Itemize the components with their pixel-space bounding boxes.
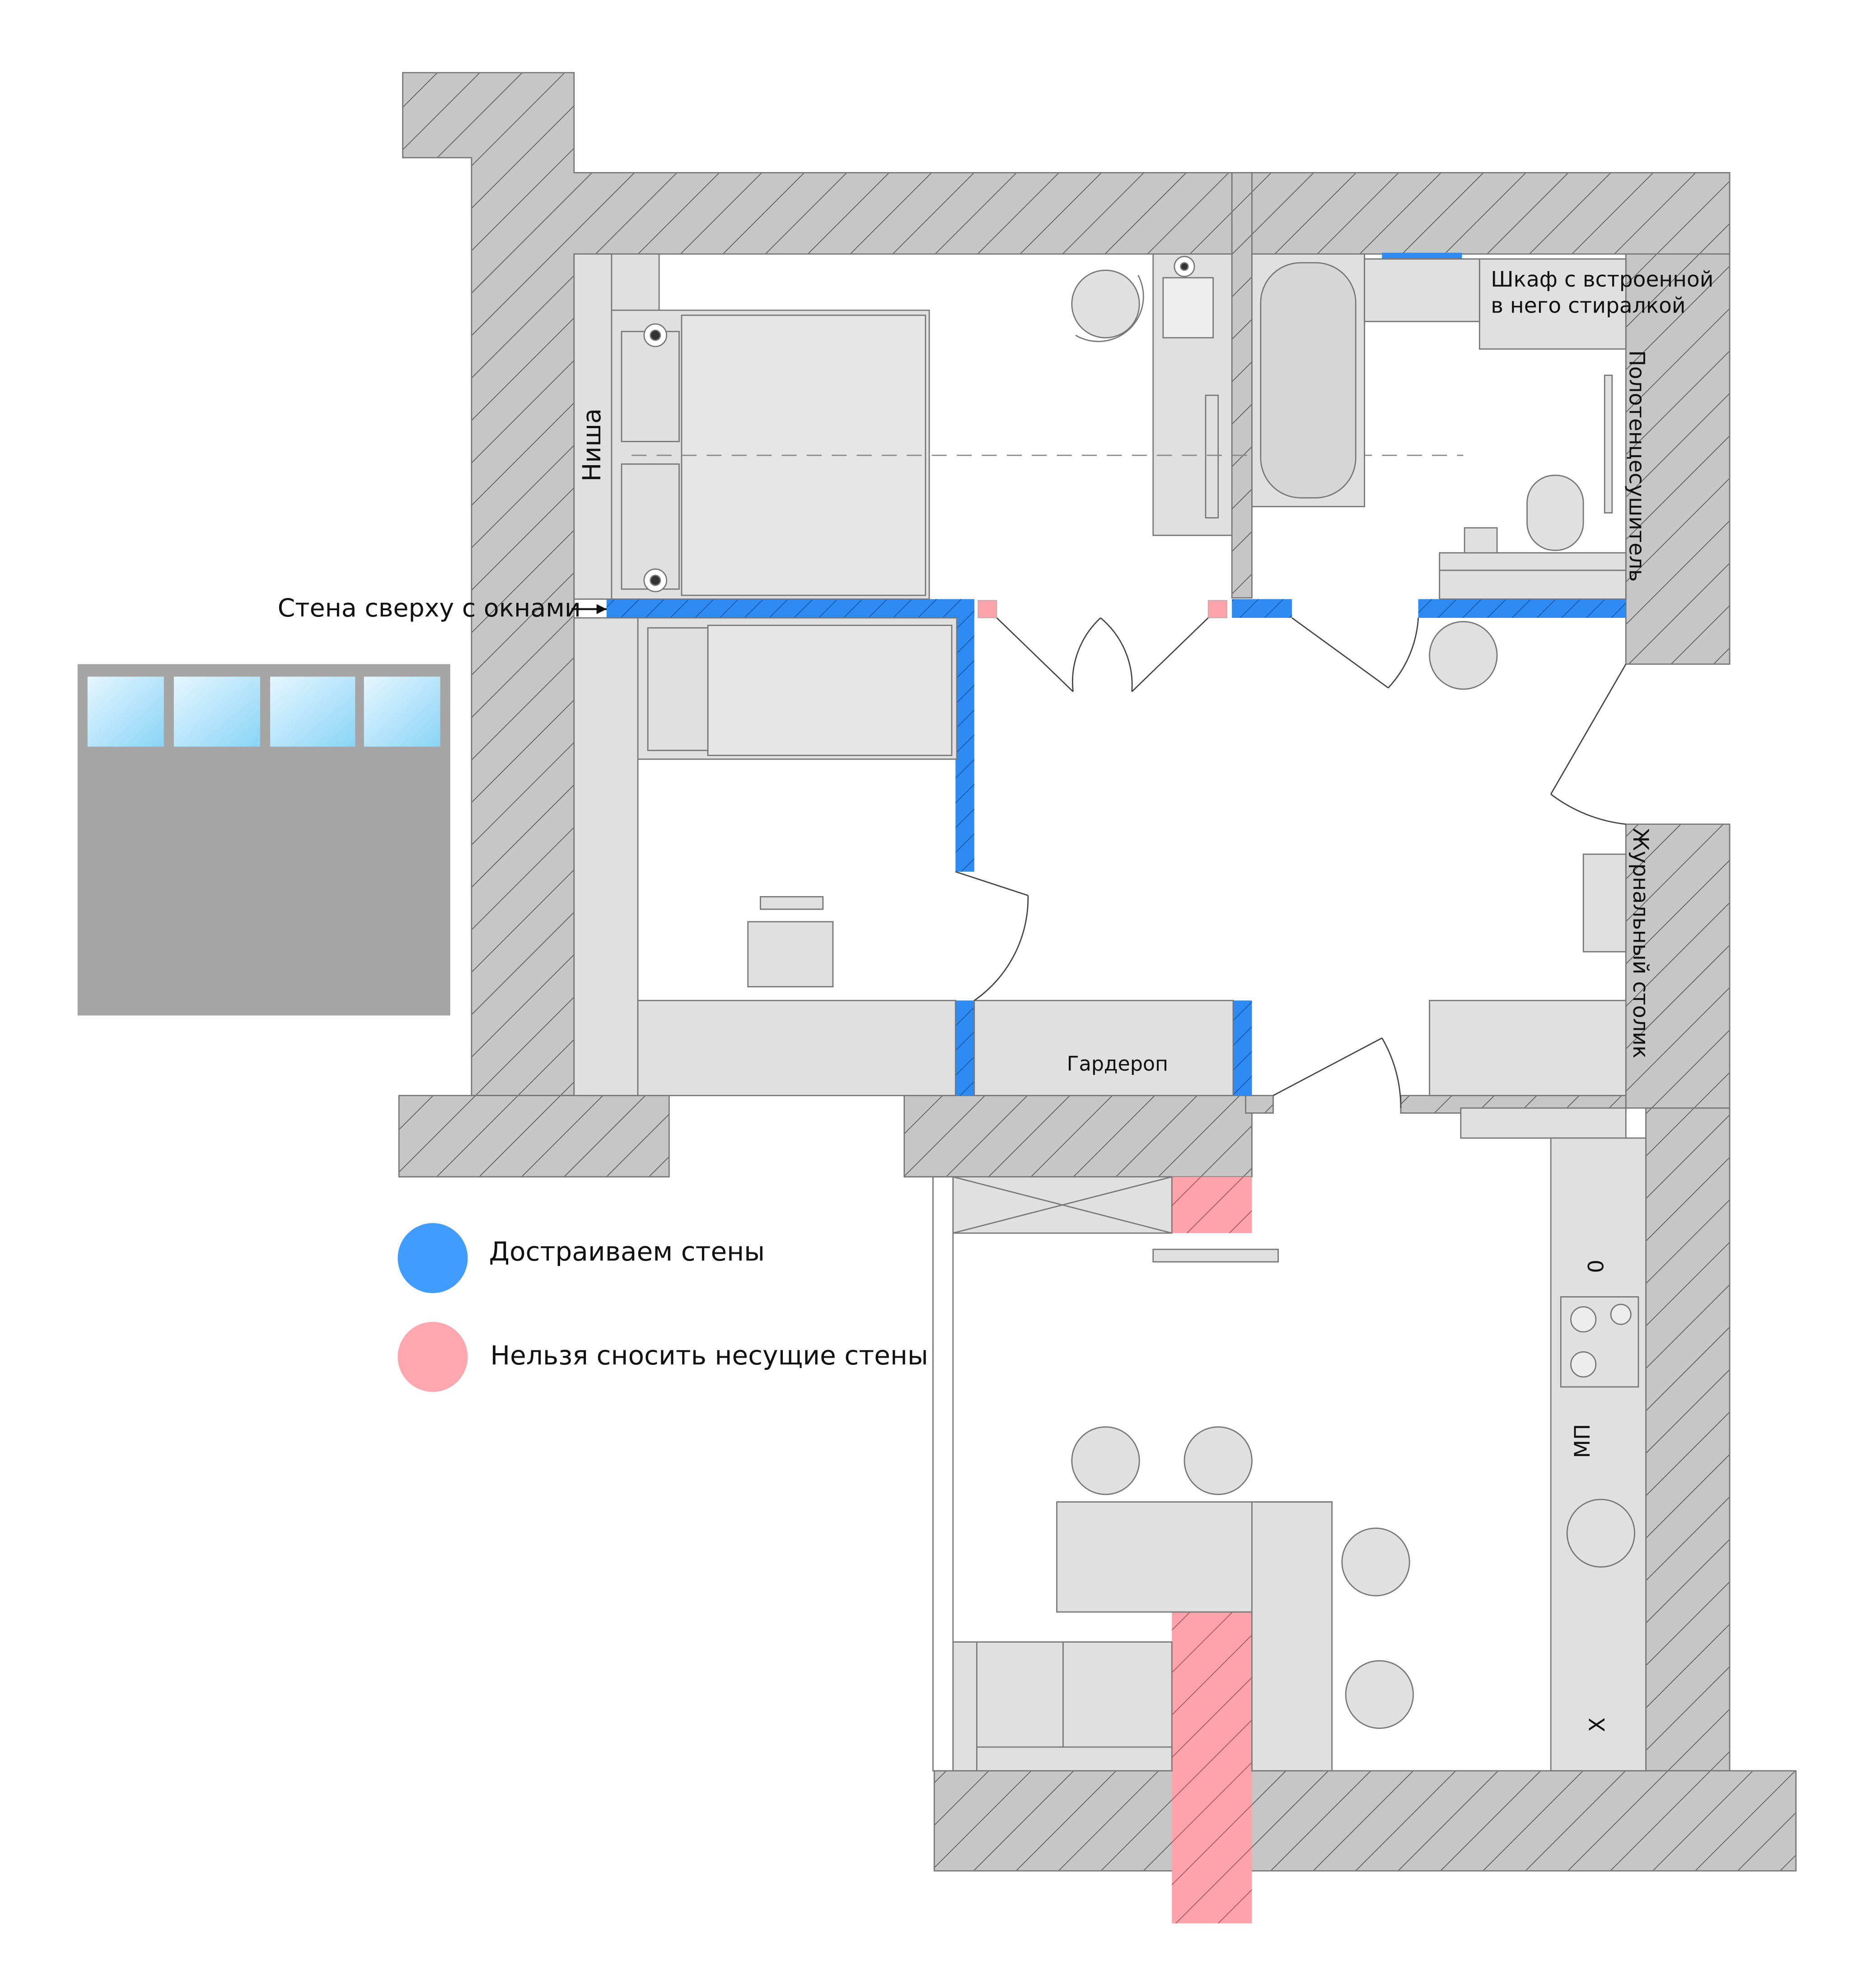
label-niche: Ниша [578, 408, 607, 481]
load-bearing-column [1172, 1551, 1252, 1924]
toilet-tank [1526, 474, 1584, 551]
legend-label-new-walls: Достраиваем стены [489, 1236, 765, 1267]
wall-east-upper [1625, 253, 1731, 665]
child-bed-pillow [647, 627, 709, 751]
burner-icon [1570, 1306, 1597, 1333]
kitchen-counter [1550, 1137, 1647, 1772]
legend-label-load-bearing: Нельзя сносить несущие стены [490, 1340, 928, 1371]
label-fridge: Х [1585, 1718, 1610, 1732]
new-wall-bath-right [1418, 599, 1626, 618]
label-wardrobe: Гардероп [1067, 1052, 1168, 1075]
balcony-door-frame [932, 1176, 954, 1772]
new-wall-wardrobe-left [955, 1000, 974, 1096]
window-pane [87, 677, 164, 747]
bath-stool-icon [1429, 621, 1498, 690]
niche [573, 253, 613, 600]
burner-icon [1570, 1351, 1597, 1378]
label-wall-with-windows: Стена сверху с окнами [278, 594, 581, 623]
shoe-rack [1460, 1107, 1627, 1139]
label-coffee-table: Журнальный столик [1628, 828, 1653, 1058]
sink-box [1464, 527, 1498, 554]
wall-bottom-middle [903, 1095, 1253, 1177]
label-oven: 0 [1584, 1260, 1609, 1273]
chair-icon [1345, 1660, 1414, 1729]
chair-icon [1071, 1426, 1140, 1495]
towel-rail [1604, 374, 1613, 514]
new-wall-bedroom-vertical [955, 599, 974, 872]
window-illustration [77, 664, 450, 1016]
peninsula [1251, 1501, 1333, 1772]
bedroom-bottom-cabinet [637, 1000, 956, 1097]
pillow-bottom [621, 463, 680, 590]
window-pane [270, 677, 356, 747]
wall-hall-stub-left [1245, 1095, 1274, 1114]
pillow-top [621, 331, 680, 443]
hallway [1429, 853, 1627, 1139]
outer-walls [398, 72, 1797, 1872]
arrowhead-icon [596, 604, 607, 614]
wardrobe [973, 1000, 1234, 1097]
label-washer-wardrobe-line1: Шкаф с встроенной [1491, 267, 1713, 292]
wall-north-divider [1231, 172, 1253, 599]
small-chair [759, 896, 824, 910]
wall-east-middle [1625, 823, 1731, 1109]
new-wall-bath-left [1232, 599, 1292, 618]
hood [1152, 1248, 1279, 1263]
load-bearing-nub-1 [978, 600, 997, 618]
load-bearing-nub-2 [1207, 600, 1227, 618]
stool-icon [1071, 269, 1140, 339]
washer-cabinet-side [1478, 258, 1627, 350]
laptop [1162, 277, 1214, 339]
window-pane [364, 677, 440, 747]
niche-top-block [611, 253, 660, 311]
load-bearing-block-top [1172, 1177, 1252, 1233]
legend-swatch-new-walls [398, 1223, 468, 1294]
bedroom-side-cabinet [573, 617, 639, 1097]
wall-east-lower [1645, 1107, 1731, 1772]
label-towel-dryer: Полотенцесушитель [1624, 350, 1649, 582]
coffee-table [1582, 853, 1627, 953]
label-microwave: МП [1570, 1424, 1595, 1458]
bathtub-inner [1260, 262, 1357, 499]
child-bed-mattress [707, 625, 953, 756]
small-desk [747, 921, 834, 988]
bedroom [573, 253, 1234, 1097]
sink-counter [1439, 552, 1627, 571]
washer-cabinet [1364, 258, 1480, 322]
window-pane [173, 677, 260, 747]
burner-icon [1610, 1303, 1632, 1325]
new-wall-wardrobe-right [1233, 1000, 1252, 1096]
bathroom [1251, 253, 1627, 690]
new-walls [606, 252, 1626, 1096]
vanity [1439, 570, 1627, 600]
new-wall-bedroom-horizontal [606, 599, 974, 618]
wall-south [933, 1770, 1797, 1872]
hall-cabinet [1429, 1000, 1627, 1097]
legend: Достраиваем стены Нельзя сносить несущие… [398, 1223, 928, 1392]
wall-west-bottom-left [398, 1095, 670, 1177]
chair-icon [1184, 1426, 1253, 1495]
sink-icon [1566, 1499, 1636, 1568]
kitchen [932, 1137, 1647, 1772]
chair-icon [1341, 1527, 1410, 1597]
legend-swatch-load-bearing [398, 1322, 468, 1392]
doors [955, 617, 1627, 1108]
load-bearing-walls [978, 600, 1252, 1924]
new-wall-bath-shelf [1382, 252, 1462, 259]
tv-stand [1205, 394, 1219, 518]
label-washer-wardrobe-line2: в него стиралкой [1491, 293, 1685, 318]
